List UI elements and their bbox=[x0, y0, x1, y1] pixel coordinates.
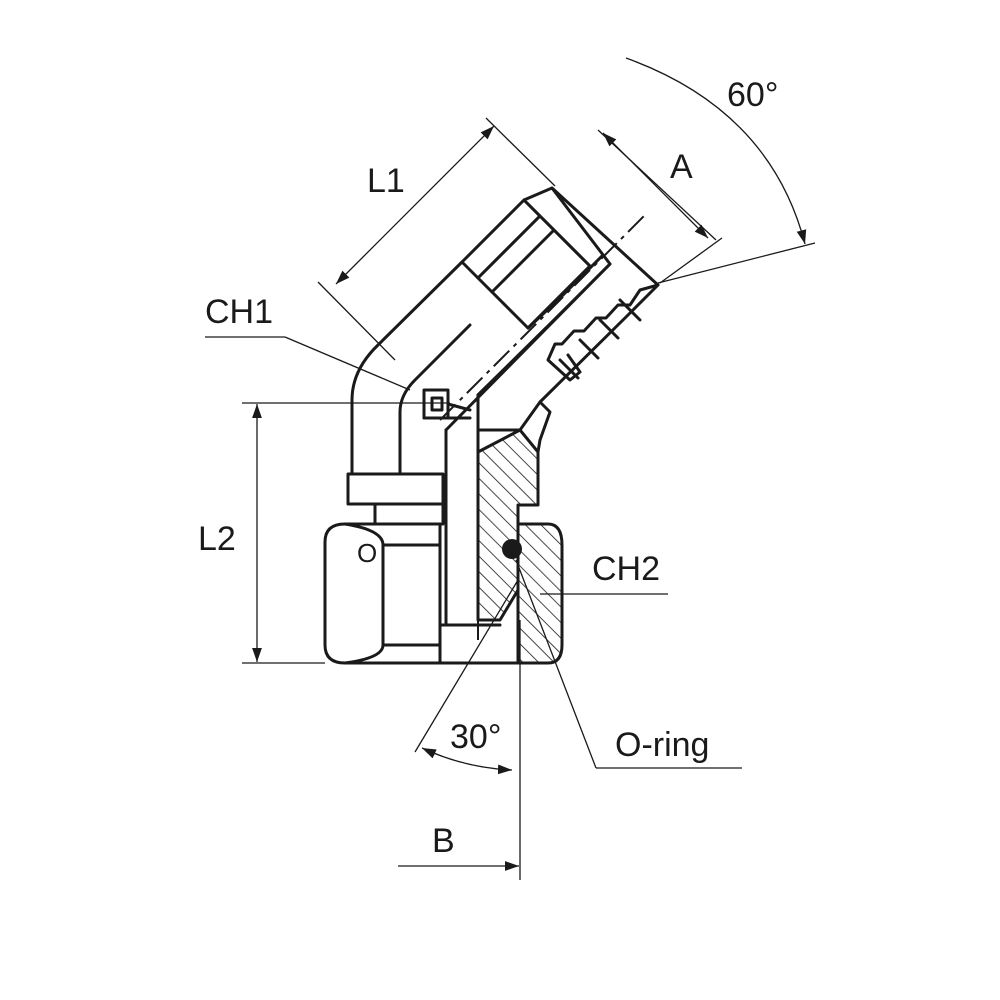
dimension-lines bbox=[205, 57, 816, 880]
stem-section-hatched bbox=[476, 428, 540, 622]
thread-teeth bbox=[536, 283, 660, 454]
collar-washer bbox=[346, 472, 445, 506]
label-ch2: CH2 bbox=[592, 550, 660, 588]
centerline-angled bbox=[439, 214, 646, 421]
label-l1: L1 bbox=[367, 162, 405, 200]
label-ch1: CH1 bbox=[205, 293, 273, 331]
label-a: A bbox=[670, 148, 693, 186]
label-o-mark: O bbox=[357, 538, 377, 568]
o-ring-seal bbox=[502, 539, 522, 559]
label-angle-30: 30° bbox=[450, 718, 501, 756]
fitting-body bbox=[323, 186, 660, 665]
label-b: B bbox=[432, 822, 455, 860]
label-angle-60: 60° bbox=[727, 76, 778, 114]
label-l2: L2 bbox=[198, 520, 236, 558]
seal-ring-detail bbox=[422, 388, 450, 420]
label-o-ring: O-ring bbox=[615, 726, 709, 764]
